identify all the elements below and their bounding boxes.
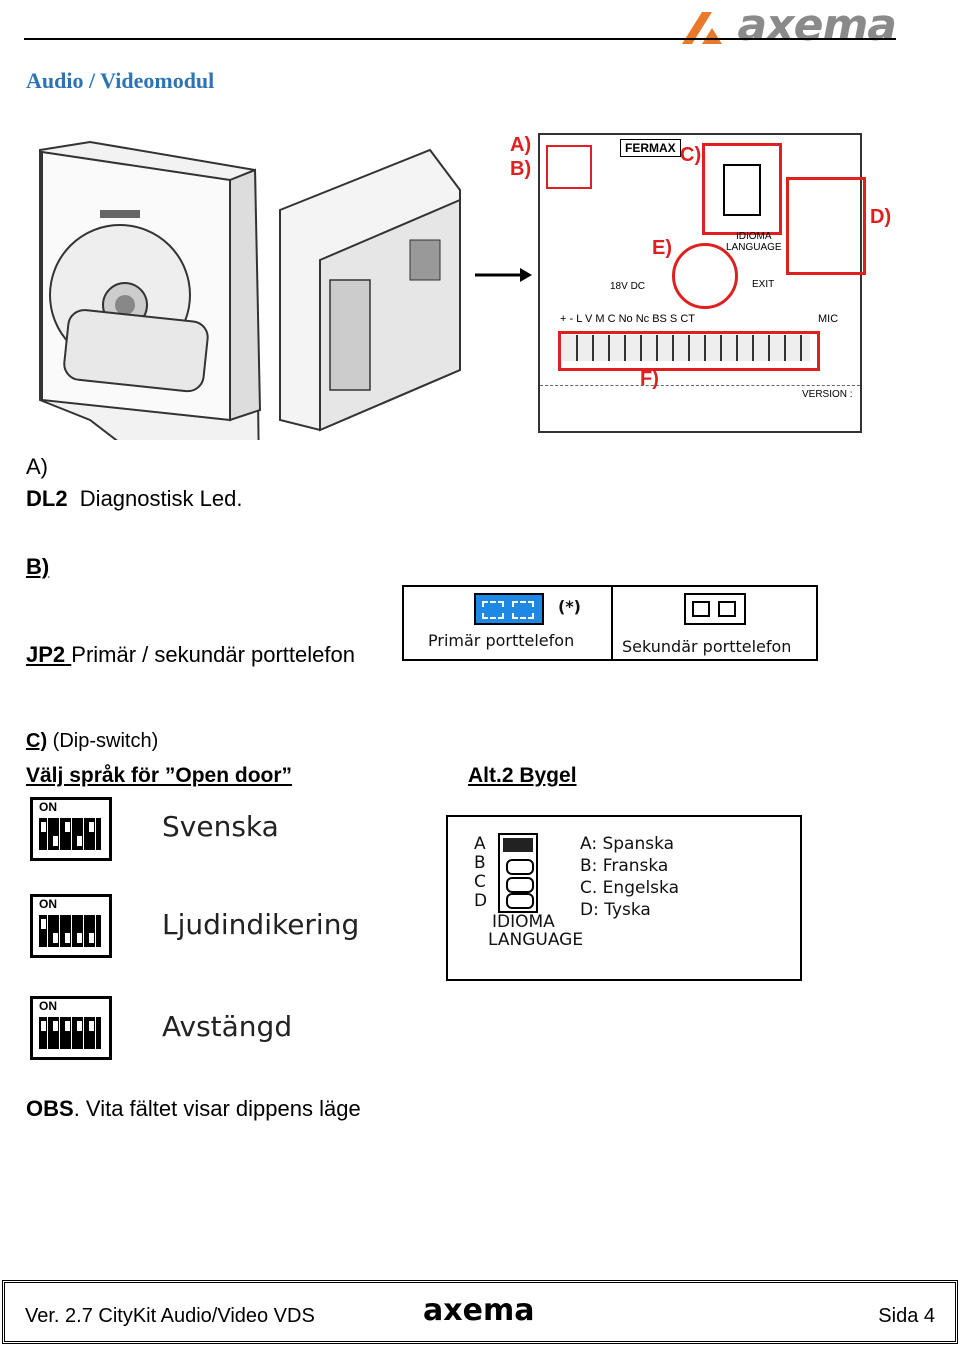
board-dc: 18V DC	[610, 281, 646, 292]
logo-text: axema	[737, 0, 897, 51]
dip-switch-ljudindikering: ON	[30, 894, 112, 958]
dip-on-label: ON	[39, 999, 57, 1013]
dip-switch-avstangd: ON	[30, 996, 112, 1060]
board-idioma-text: IDIOMA	[736, 231, 772, 242]
board-version: VERSION :	[802, 389, 853, 400]
section-b-code: JP2	[26, 642, 66, 667]
section-b-letter: B)	[26, 554, 50, 579]
note-bold: OBS	[26, 1096, 74, 1121]
note-text: . Vita fältet visar dippens läge	[73, 1096, 361, 1121]
jumper-option: A: Spanska	[580, 834, 675, 854]
label-e: E)	[652, 237, 672, 259]
jumper-language: LANGUAGE	[488, 930, 584, 950]
section-c-header: C) (Dip-switch)	[26, 730, 158, 753]
jp2-primary-label: Primär porttelefon	[428, 631, 575, 650]
jumper-block-icon	[498, 833, 538, 913]
label-d: D)	[870, 206, 892, 228]
label-c: C)	[680, 144, 702, 166]
dip-label-avstangd: Avstängd	[162, 1010, 293, 1043]
jumper-rows: A B C D	[474, 835, 487, 911]
section-c-sub: (Dip-switch)	[52, 730, 159, 752]
mic-highlight	[672, 243, 738, 309]
header-rule	[24, 38, 896, 40]
section-a-line: DL2 Diagnostisk Led.	[26, 486, 242, 512]
board-diagram: FERMAX + - L V M C No Nc BS S CT IDIOMA …	[538, 133, 866, 433]
board-language-text: LANGUAGE	[726, 242, 782, 253]
jumper-open-icon	[684, 593, 746, 625]
volume-highlight	[786, 177, 866, 275]
jp2-figure: (*) Primär porttelefon Sekundär porttele…	[402, 585, 818, 661]
jumper-row-b: B	[474, 853, 486, 873]
footer-logo: axema	[423, 1293, 535, 1328]
jumper-option: C. Engelska	[580, 878, 679, 898]
jumper-closed-icon	[474, 593, 544, 625]
board-idioma: IDIOMA LANGUAGE	[726, 231, 782, 253]
board-exit: EXIT	[752, 279, 775, 290]
page-heading: Audio / Videomodul	[26, 68, 215, 93]
dip-on-label: ON	[39, 897, 57, 911]
footer-page-number: Sida 4	[878, 1305, 935, 1327]
label-f: F)	[640, 368, 659, 390]
section-b-text: Primär / sekundär porttelefon	[71, 642, 355, 667]
jp-highlight	[546, 145, 592, 189]
terminal-labels: + - L V M C No Nc BS S CT	[560, 313, 695, 325]
note: OBS. Vita fältet visar dippens läge	[26, 1096, 361, 1122]
jumper-row-a: A	[474, 834, 486, 854]
section-a-code: DL2	[26, 486, 68, 511]
dip-highlight	[702, 143, 782, 235]
dip-label-ljudindikering: Ljudindikering	[162, 908, 360, 941]
terminal-highlight	[558, 331, 820, 371]
board-mic: MIC	[818, 313, 839, 325]
section-c-title: Välj språk för ”Open door”	[26, 764, 293, 787]
board-brand: FERMAX	[620, 139, 681, 157]
axema-logo: axema	[678, 0, 897, 51]
device-illustration	[39, 140, 532, 440]
jumper-figure: A B C D IDIOMA LANGUAGE A: Spanska B: Fr…	[446, 815, 802, 981]
footer-version: Ver. 2.7 CityKit Audio/Video VDS	[25, 1305, 315, 1327]
section-a-text: Diagnostisk Led.	[79, 486, 243, 511]
jumper-row-d: D	[474, 891, 488, 911]
section-b-line: JP2 Primär / sekundär porttelefon	[26, 642, 355, 668]
label-a: A)	[510, 134, 532, 156]
jp2-secondary-label: Sekundär porttelefon	[622, 637, 792, 656]
jumper-idioma: IDIOMA	[492, 912, 555, 932]
dip-switch-svenska: ON	[30, 797, 112, 861]
label-b: B)	[510, 158, 532, 180]
dip-on-label: ON	[39, 800, 57, 814]
terminal-block	[562, 335, 810, 361]
jumper-options: A: Spanska B: Franska C. Engelska D: Tys…	[580, 833, 679, 921]
jumper-option: B: Franska	[580, 856, 669, 876]
jumper-row-c: C	[474, 872, 486, 892]
jumper-caption: IDIOMA LANGUAGE	[488, 913, 583, 949]
section-c-letter: C)	[26, 730, 48, 752]
section-a-letter: A)	[26, 454, 48, 479]
page-footer: Ver. 2.7 CityKit Audio/Video VDS axema S…	[2, 1280, 958, 1344]
jumper-option: D: Tyska	[580, 900, 651, 920]
section-c-alt: Alt.2 Bygel	[468, 764, 577, 787]
dip-label-svenska: Svenska	[162, 810, 279, 843]
axema-logo-icon	[681, 12, 722, 44]
jp2-mark: (*)	[558, 597, 581, 616]
